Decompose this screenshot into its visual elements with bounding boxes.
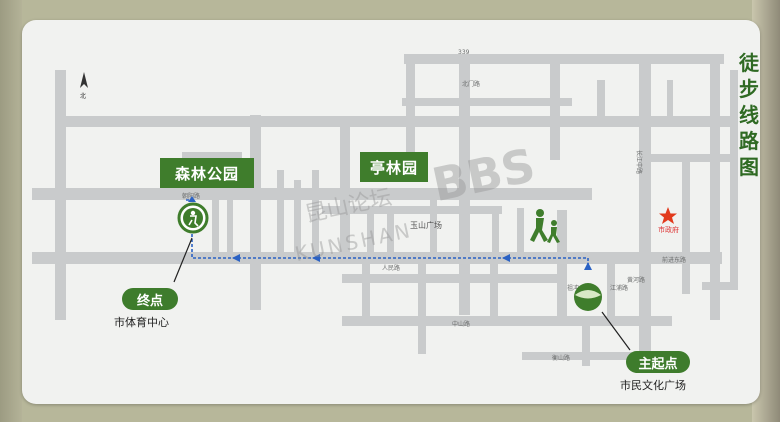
road-v13	[490, 264, 498, 319]
road-label-changjiang: 长江中路	[635, 150, 643, 174]
road-v10	[730, 70, 738, 290]
start-tag: 主起点	[626, 351, 690, 373]
road-h7	[32, 252, 722, 264]
road-h9	[342, 316, 672, 326]
road-stub6	[367, 206, 374, 256]
road-h10	[522, 352, 632, 360]
route-arrow-5	[584, 262, 592, 270]
map-card: 339 北门路 朝阳路 人民路 中山路 长江中路 前进东路 祖冲之路 江浦路 黄…	[22, 20, 760, 404]
road-v3	[340, 116, 350, 256]
road-stub5	[312, 170, 319, 260]
brochure-edge-left	[0, 0, 22, 422]
road-h8	[342, 274, 562, 283]
road-stub10	[517, 208, 524, 256]
road-v1	[55, 70, 66, 320]
road-h1	[404, 54, 724, 64]
end-place-caption: 市体育中心	[114, 316, 169, 329]
road-stub3	[277, 170, 284, 260]
north-arrow-icon: 北	[80, 72, 88, 100]
road-v2	[250, 115, 261, 310]
city-hall-label: 市政府	[658, 225, 679, 234]
road-label-hengshan: 衡山路	[552, 354, 570, 362]
road-stub9	[492, 208, 499, 256]
road-label-339: 339	[458, 49, 470, 56]
start-marker-icon	[574, 283, 602, 311]
road-v6	[550, 60, 560, 160]
road-v12	[582, 326, 590, 366]
road-stub1	[212, 190, 219, 260]
route-arrow-1	[502, 254, 510, 262]
road-v11	[607, 264, 615, 324]
road-label-jiangpu: 江浦路	[610, 284, 628, 292]
road-stub2	[227, 196, 233, 256]
road-h6	[322, 206, 502, 214]
start-pointer-line	[601, 311, 631, 351]
road-v4	[406, 60, 415, 180]
road-stub11	[182, 152, 242, 159]
road-v8	[639, 60, 651, 365]
road-h2	[402, 98, 572, 106]
road-stub4	[294, 180, 301, 260]
road-stub7	[387, 206, 394, 256]
road-v9	[710, 60, 720, 320]
road-v14	[418, 264, 426, 354]
street-map: 339 北门路 朝阳路 人民路 中山路 长江中路 前进东路 祖冲之路 江浦路 黄…	[32, 49, 738, 366]
hikers-icon	[530, 209, 560, 243]
plaza-label: 玉山广场	[410, 220, 442, 230]
park-label-tinglin: 亭林园	[360, 152, 428, 182]
park-label-senlin: 森林公园	[160, 158, 254, 188]
road-label-qianjin: 前进东路	[662, 256, 686, 264]
route-arrow-2	[312, 254, 320, 262]
road-stub13	[667, 80, 673, 120]
start-place-caption: 市民文化广场	[620, 379, 686, 392]
road-v7	[557, 210, 567, 320]
road-label-huanghe: 黄河路	[627, 276, 645, 284]
route-arrow-3	[232, 254, 240, 262]
road-label-north-gate: 北门路	[462, 80, 480, 88]
road-label-zhongshan: 中山路	[452, 320, 470, 328]
walking-route	[184, 199, 589, 266]
map-title: 徒步线路图	[739, 51, 759, 179]
end-tag: 终点	[122, 288, 178, 310]
svg-text:北: 北	[80, 92, 86, 100]
route-arrow-4	[188, 196, 196, 202]
end-pointer-line	[173, 237, 193, 283]
star-icon	[659, 207, 677, 224]
road-h3	[57, 116, 737, 127]
road-v5	[459, 60, 470, 315]
end-marker-icon	[177, 202, 209, 234]
road-label-chaoyang: 朝阳路	[182, 192, 200, 200]
road-v16	[682, 154, 690, 294]
road-stub12	[597, 80, 605, 120]
road-v15	[362, 264, 370, 324]
road-label-renmin: 人民路	[382, 264, 400, 272]
road-stub8	[430, 200, 437, 256]
